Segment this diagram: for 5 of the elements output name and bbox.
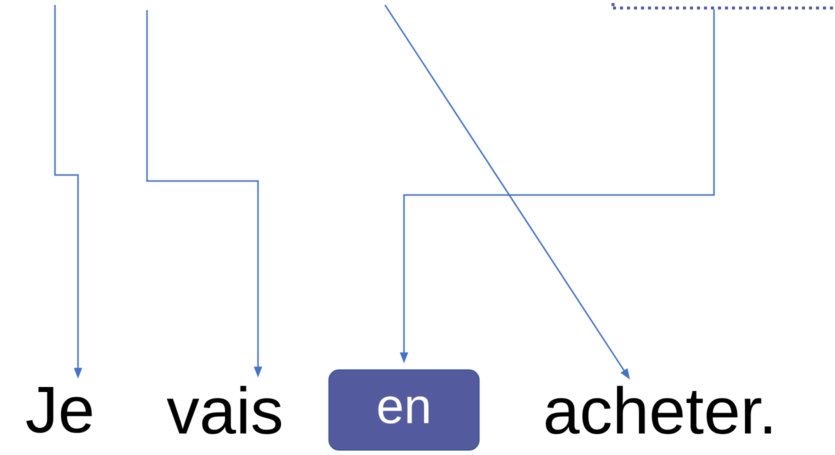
dotted-box — [612, 0, 835, 10]
word: acheter. — [546, 386, 771, 434]
word: vais — [166, 386, 282, 434]
word-chip: en — [328, 369, 480, 451]
word: Je — [26, 387, 92, 433]
